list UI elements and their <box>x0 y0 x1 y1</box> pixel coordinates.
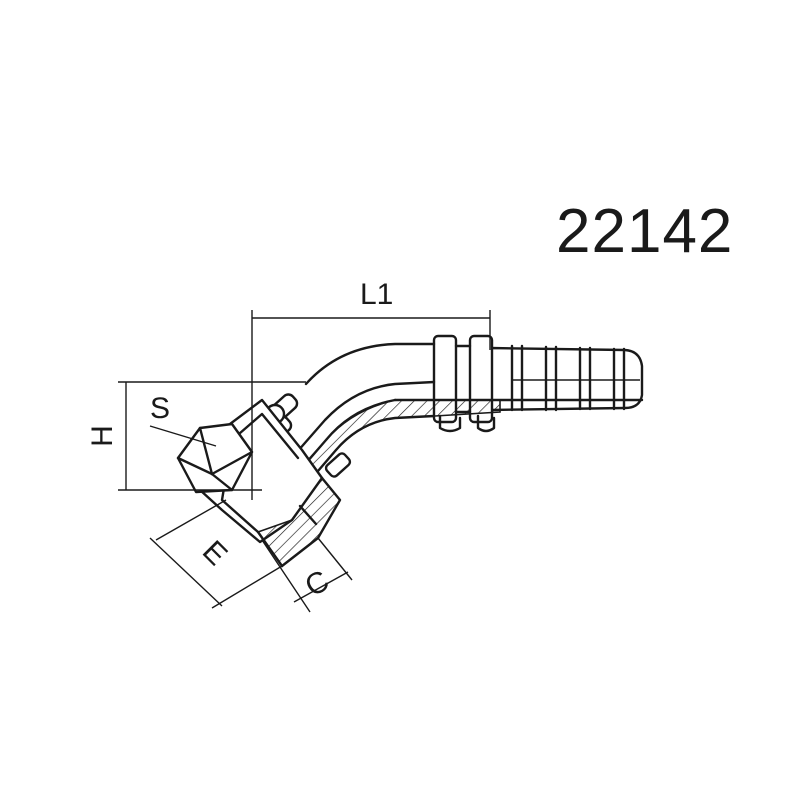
leader-s: S <box>149 392 217 447</box>
dimension-h: H <box>86 381 306 491</box>
label-e: E <box>196 535 233 572</box>
label-l1: L1 <box>360 278 393 311</box>
label-s: S <box>150 392 170 425</box>
bent-tube <box>260 342 644 494</box>
label-h: H <box>86 425 119 447</box>
dimension-l1: L1 <box>251 278 491 500</box>
part-code: 22142 <box>556 197 734 266</box>
nut-front-face <box>176 422 254 494</box>
label-c: C <box>300 564 335 603</box>
